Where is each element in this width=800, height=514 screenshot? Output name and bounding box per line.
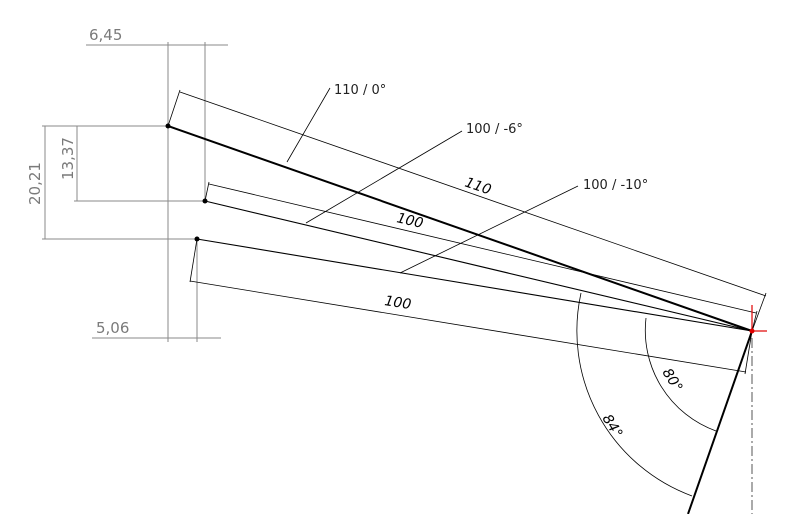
dimension-value: 100 [383,293,412,313]
dimension-angle-80[interactable]: 80° [644,317,717,432]
dimension-value: 84° [599,412,626,442]
dimension-6-45[interactable]: 6,45 [86,26,228,342]
line-110-0deg[interactable] [167,125,753,332]
callout-100-minus6deg[interactable]: 100 / -6° [305,122,523,224]
line-100-minus6deg[interactable] [204,200,753,332]
dimension-value: 6,45 [89,26,122,44]
callout-110-0deg[interactable]: 110 / 0° [286,83,386,163]
dimension-value: 110 [463,175,494,199]
origin-icon[interactable] [749,305,768,334]
dimension-5-06[interactable]: 5,06 [92,239,221,342]
callout-100-minus10deg[interactable]: 100 / -10° [399,178,648,274]
dimension-20-21[interactable]: 20,21 [26,125,197,240]
dimension-value: 20,21 [26,162,44,205]
dimension-angle-84[interactable]: 84° [576,292,693,497]
line-100-minus10deg[interactable] [196,238,753,332]
dimension-value: 80° [659,366,686,396]
callout-text: 100 / -10° [583,178,648,193]
line-angled-down[interactable] [687,330,753,514]
dimension-value: 100 [395,210,425,232]
dimension-value: 5,06 [96,319,129,337]
dimension-13-37[interactable]: 13,37 [59,126,205,202]
callout-text: 100 / -6° [466,122,523,137]
dimension-100-middle[interactable]: 100 [204,181,758,332]
callout-text: 110 / 0° [334,83,386,98]
dimension-100-bottom[interactable]: 100 [189,238,753,375]
dimension-value: 13,37 [59,137,77,180]
